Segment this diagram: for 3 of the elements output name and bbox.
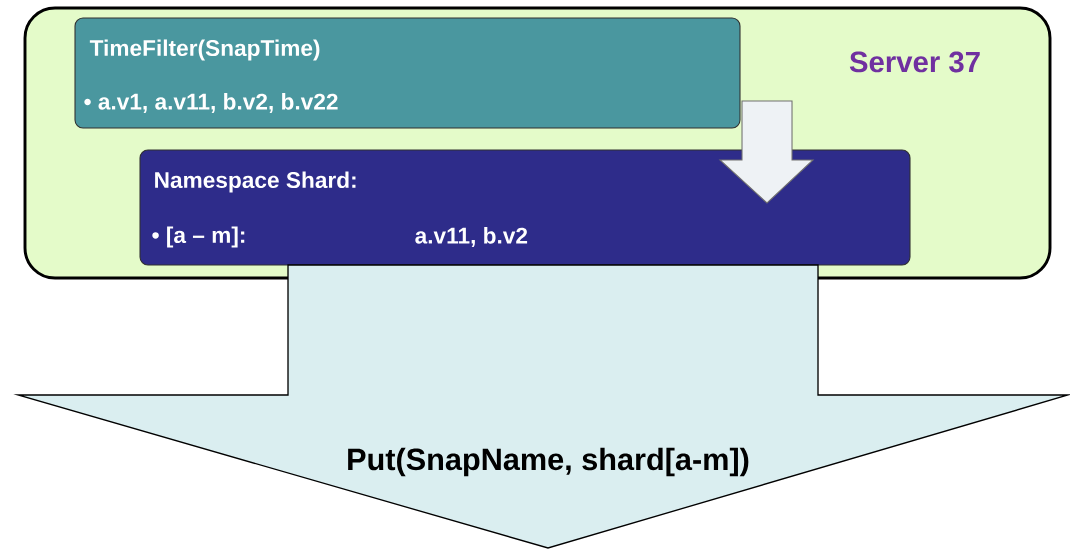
filter-box: TimeFilter(SnapTime) • a.v1, a.v11, b.v2, b.v22: [74, 17, 741, 129]
shard-box: Namespace Shard: • [a – m]: a.v11, b.v2: [139, 149, 911, 266]
arrow: [718, 100, 815, 204]
